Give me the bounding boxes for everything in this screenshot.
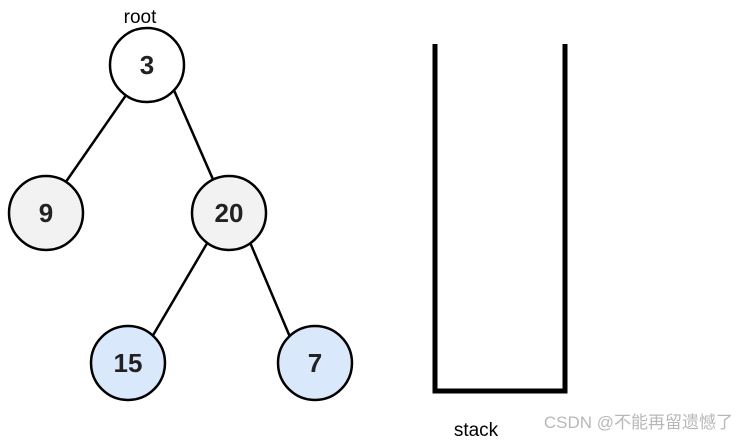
node-circle [7,174,85,252]
tree-node-9: 9 [7,174,85,252]
edge-3-9 [61,87,133,187]
tree-node-15: 15 [89,324,167,402]
edge-20-15 [150,239,211,338]
node-value: 7 [308,348,322,378]
node-circle [276,324,354,402]
stack-label: stack [454,420,499,441]
stack-container [432,44,568,394]
tree-node-3: 3 [108,26,186,104]
tree-node-20: 20 [190,174,268,252]
node-value: 3 [140,50,154,80]
watermark: CSDN @不能再留遗憾了 [544,413,733,432]
root-label: root [124,7,157,28]
node-value: 20 [215,198,244,228]
edge-20-7 [247,239,292,338]
edge-3-20 [171,87,217,185]
node-circle [89,324,167,402]
tree-edges [61,87,292,338]
node-value: 15 [114,348,143,378]
node-circle [108,26,186,104]
node-circle [190,174,268,252]
node-value: 9 [39,198,53,228]
tree-node-7: 7 [276,324,354,402]
